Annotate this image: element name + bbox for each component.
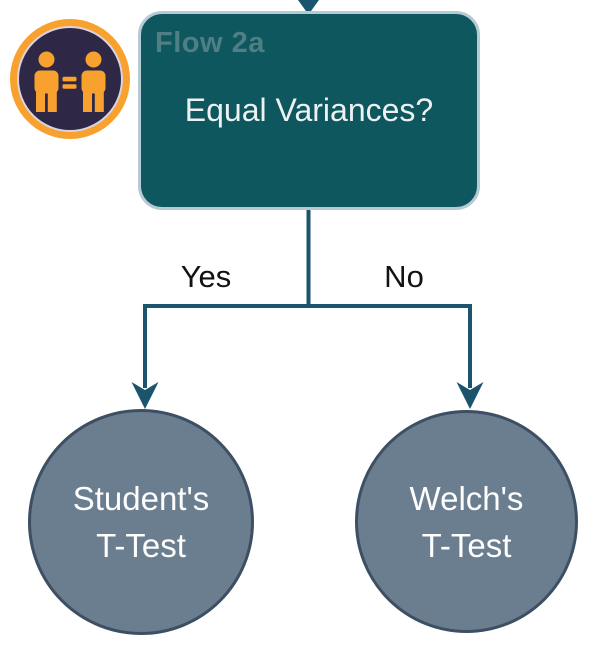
connector-branches [143,304,472,388]
equals-sign-icon [62,76,77,89]
person-right-icon [81,51,106,112]
branch-label-yes: Yes [180,259,232,294]
arrow-into-decision-icon [298,0,319,15]
person-left-icon [34,51,59,112]
node-label: Student's T-Test [72,480,210,564]
node-label: Welch's T-Test [409,479,524,564]
two-people-equal-icon [8,17,132,141]
branch-label-no: No [384,259,424,294]
decision-box-equal-variances: Flow 2a Equal Variances? [138,11,480,210]
arrow-to-welchs-icon [456,382,484,409]
decision-question: Equal Variances? [184,92,434,128]
node-students-t-test: Student's T-Test [28,409,254,635]
flow-title: Flow 2a [155,27,265,59]
node-welchs-t-test: Welch's T-Test [355,410,578,633]
arrow-to-students-icon [131,382,159,409]
